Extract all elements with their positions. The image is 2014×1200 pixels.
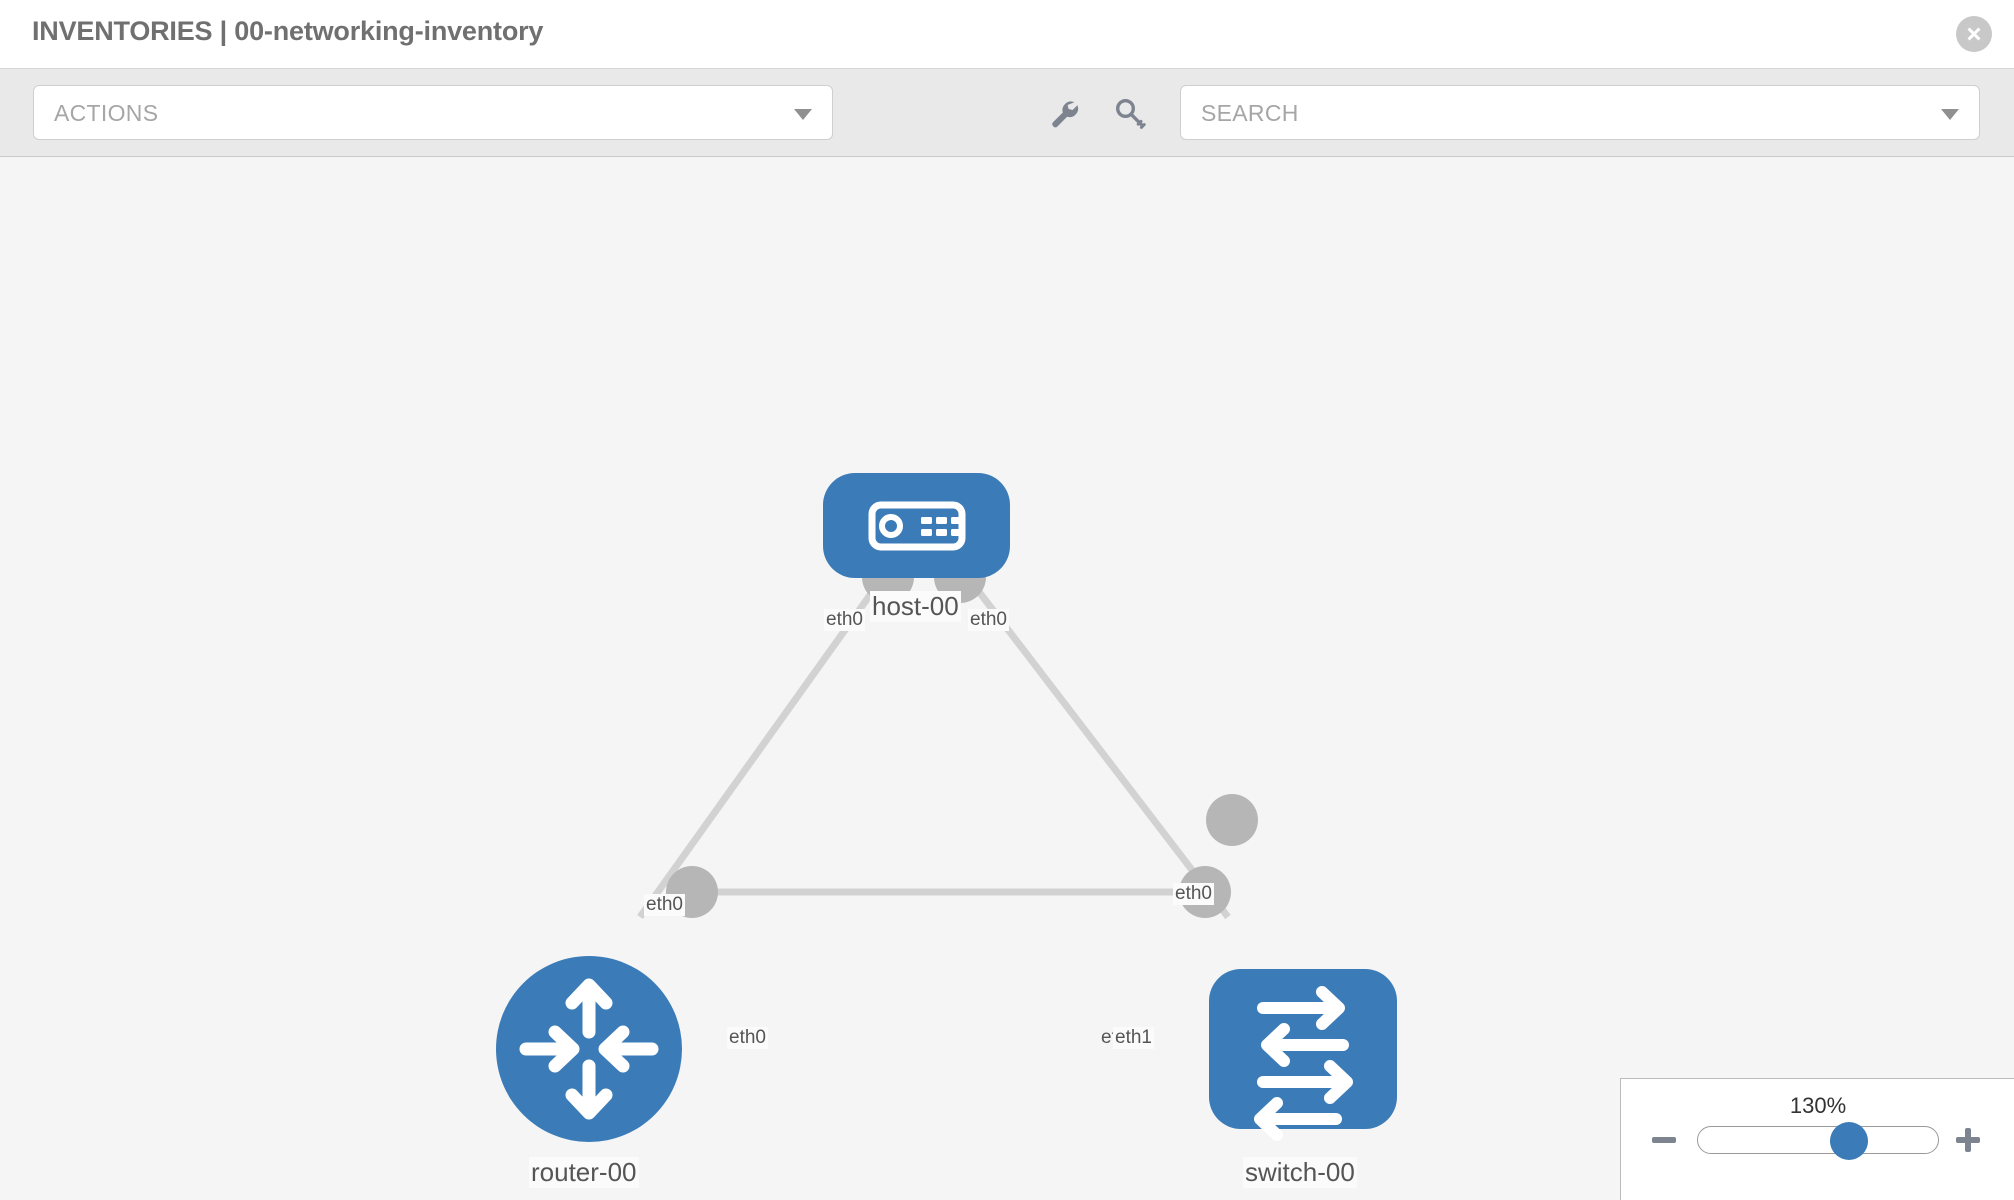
search-input[interactable]: SEARCH [1180, 85, 1980, 140]
topology-canvas[interactable]: eth0 host-00 eth0 eth0 eth0 eth0 eth0 et… [0, 157, 2014, 1200]
iface-label-host-left: eth0 [824, 609, 865, 631]
zoom-level-value: 130% [1789, 1093, 1847, 1118]
key-icon[interactable] [1110, 93, 1150, 133]
page-title: INVENTORIES | 00-networking-inventory [32, 16, 544, 46]
actions-dropdown[interactable]: ACTIONS [33, 85, 833, 140]
iface-label-router-right: eth0 [727, 1027, 768, 1049]
node-router-00 [496, 956, 682, 1142]
page-header: INVENTORIES | 00-networking-inventory [0, 0, 2014, 69]
actions-dropdown-label: ACTIONS [54, 100, 159, 126]
zoom-slider-thumb[interactable] [1830, 1122, 1869, 1160]
node-switch-00 [1209, 969, 1397, 1141]
node-host-00 [823, 473, 1010, 578]
node-label-host: host-00 [870, 591, 961, 622]
connector-switch-top [1206, 794, 1258, 846]
chevron-down-icon[interactable] [1941, 109, 1959, 120]
zoom-slider[interactable] [1697, 1122, 1939, 1160]
chevron-down-icon [794, 109, 812, 120]
node-label-router: router-00 [529, 1157, 639, 1188]
iface-label-switch-up: eth0 [1173, 883, 1214, 905]
topology-connectors [666, 551, 1258, 918]
iface-label-host-right: eth0 [968, 609, 1009, 631]
plus-icon[interactable] [1953, 1125, 1983, 1155]
toolbar: ACTIONS SEARCH [0, 69, 2014, 157]
iface-label-router-up: eth0 [644, 894, 685, 916]
search-placeholder: SEARCH [1201, 100, 1299, 126]
zoom-panel: 130% [1620, 1078, 2014, 1200]
iface-label-switch-left: eth1 [1113, 1027, 1154, 1049]
wrench-icon[interactable] [1044, 93, 1084, 133]
node-label-switch: switch-00 [1243, 1157, 1357, 1188]
minus-icon[interactable] [1649, 1125, 1679, 1155]
close-icon[interactable] [1956, 16, 1992, 52]
topology-graph [496, 473, 1397, 1142]
